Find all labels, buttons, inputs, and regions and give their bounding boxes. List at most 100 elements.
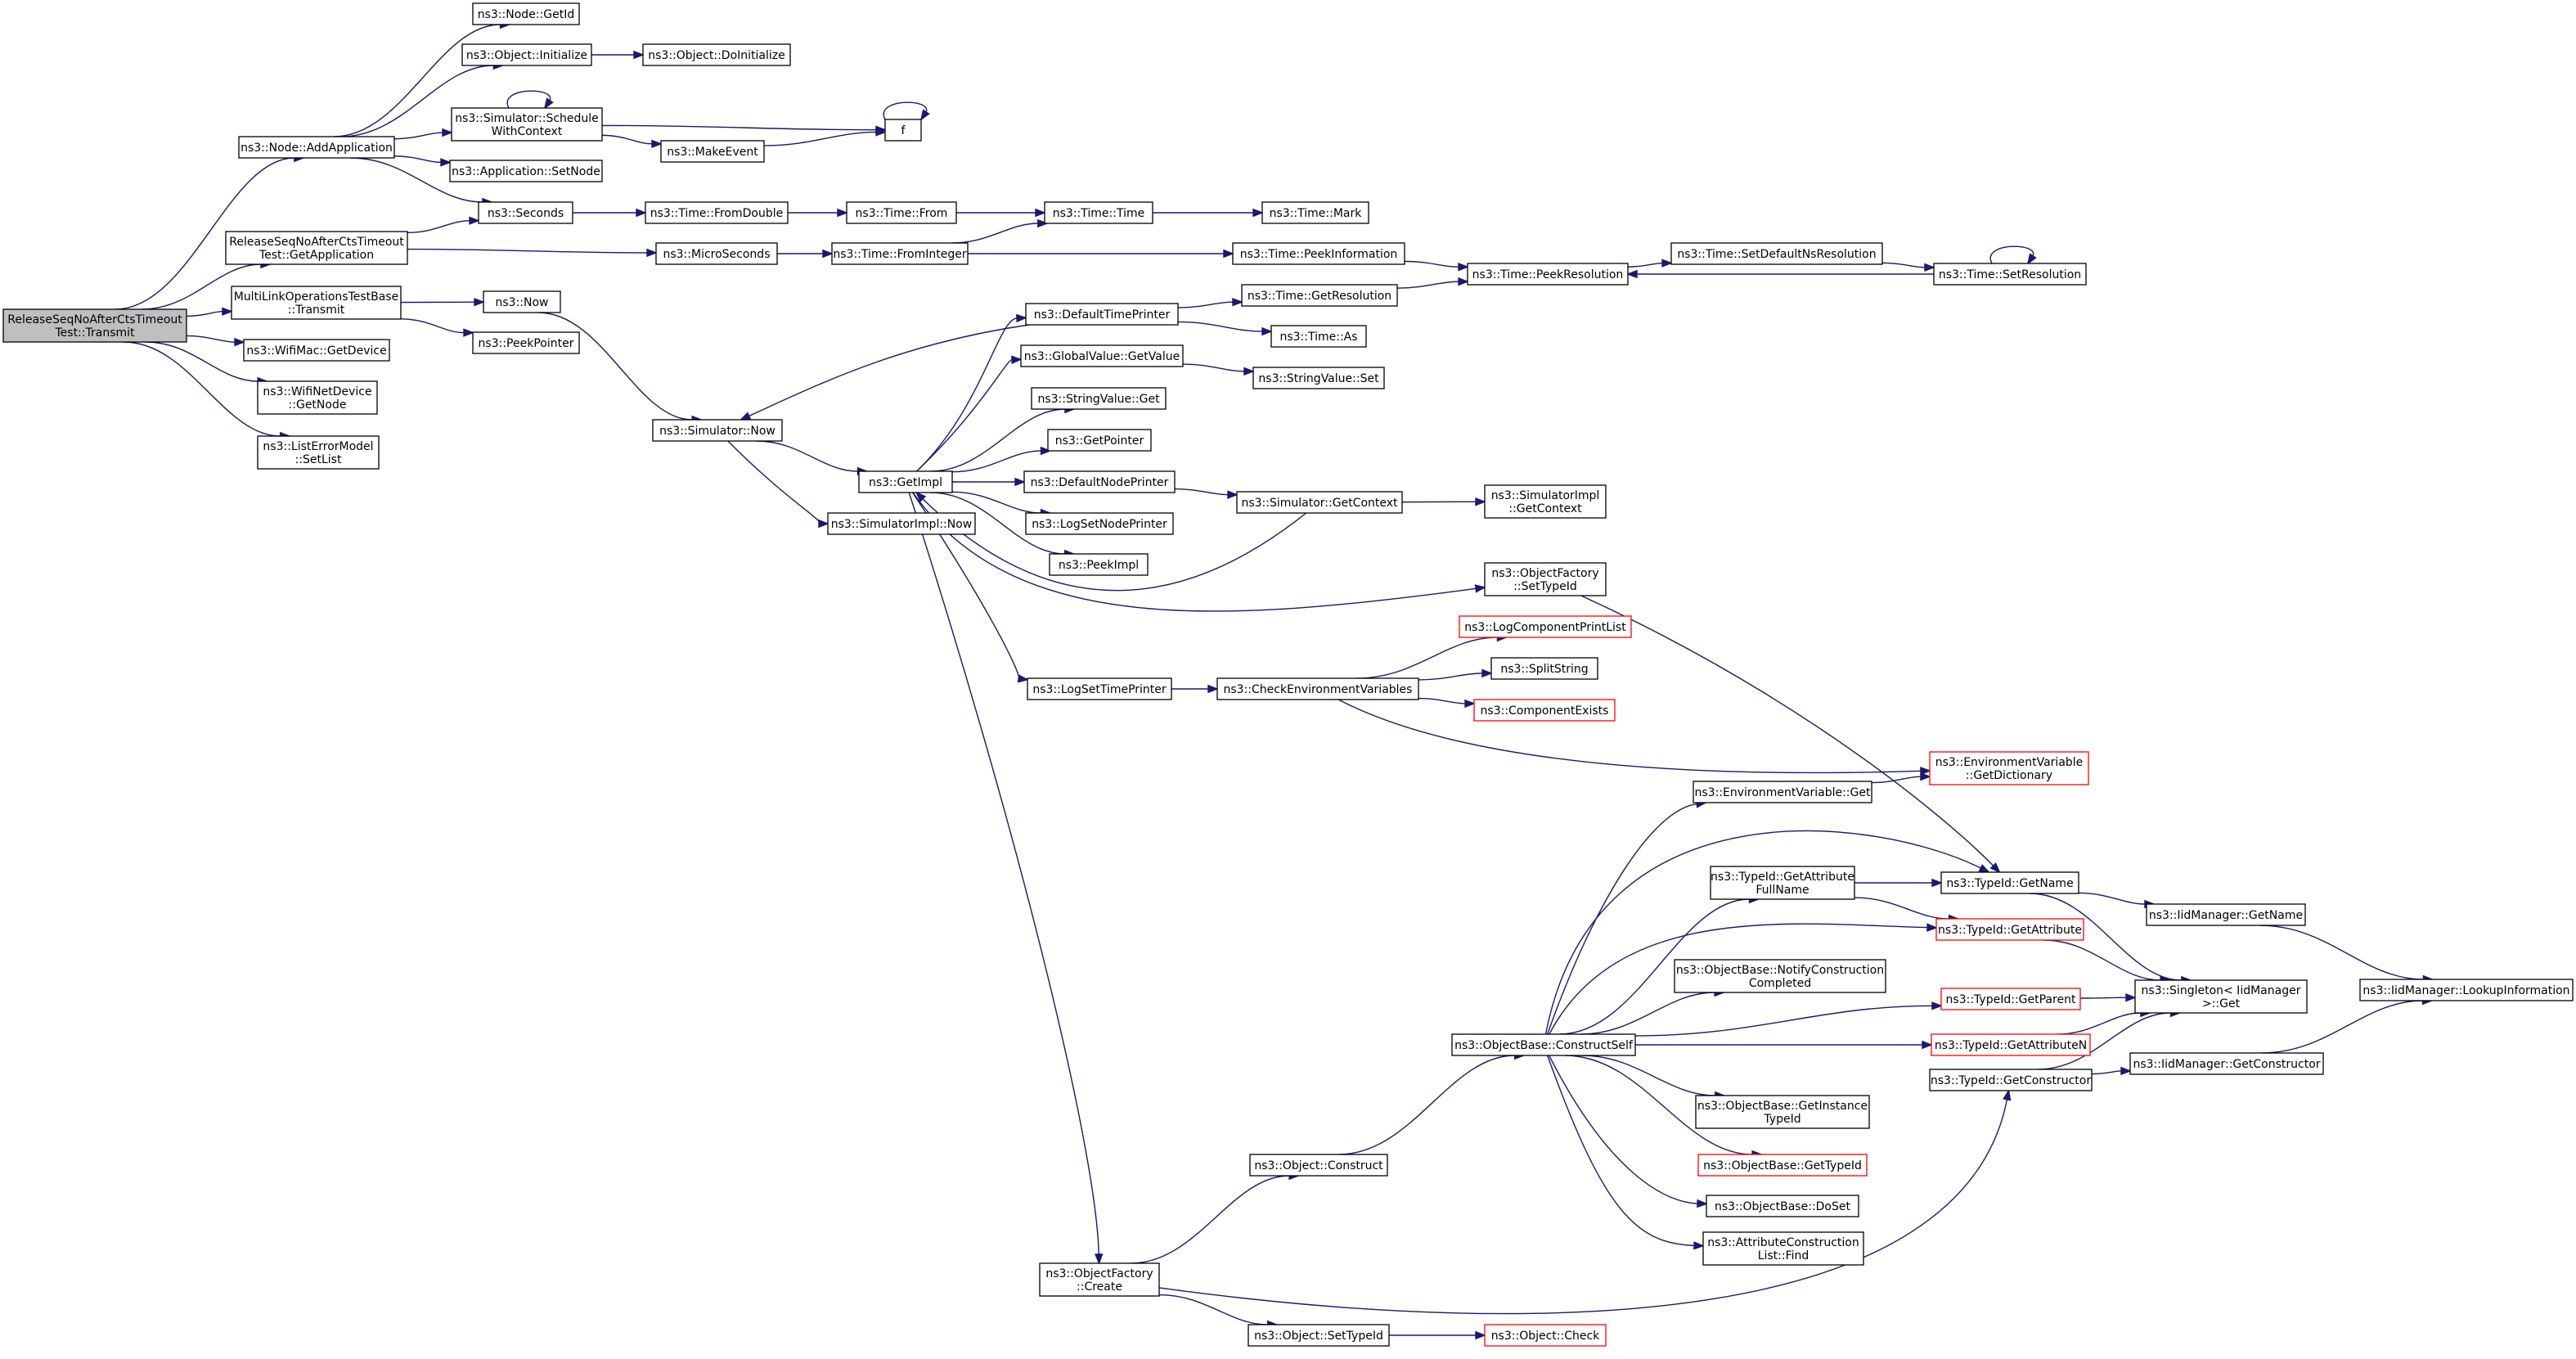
node-simimplgetctx[interactable]: ns3::SimulatorImpl::GetContext — [1484, 484, 1607, 519]
arrowhead-icon — [837, 208, 848, 218]
node-ofsettypeid[interactable]: ns3::ObjectFactory::SetTypeId — [1484, 562, 1607, 596]
node-mlotransmit[interactable]: MultiLinkOperationsTestBase::Transmit — [231, 286, 402, 320]
node-tidgetparent[interactable]: ns3::TypeId::GetParent — [1940, 988, 2081, 1010]
node-tgetres[interactable]: ns3::Time::GetResolution — [1241, 284, 1398, 307]
node-makeevent[interactable]: ns3::MakeEvent — [660, 140, 765, 163]
node-peekimpl[interactable]: ns3::PeekImpl — [1049, 553, 1149, 576]
node-relgetapp[interactable]: ReleaseSeqNoAfterCtsTimeoutTest::GetAppl… — [225, 231, 408, 265]
node-tidgetctor[interactable]: ns3::TypeId::GetConstructor — [1929, 1069, 2093, 1091]
node-simnow[interactable]: ns3::Simulator::Now — [652, 419, 783, 442]
node-now[interactable]: ns3::Now — [483, 290, 561, 313]
node-ofcreate[interactable]: ns3::ObjectFactory::Create — [1039, 1262, 1160, 1297]
node-obgettypeid[interactable]: ns3::ObjectBase::GetTypeId — [1697, 1154, 1868, 1177]
arrowhead-icon — [1232, 297, 1243, 307]
node-obdoset[interactable]: ns3::ObjectBase::DoSet — [1706, 1195, 1859, 1217]
node-seconds[interactable]: ns3::Seconds — [478, 201, 573, 224]
node-wifinetgetnode[interactable]: ns3::WifiNetDevice::GetNode — [257, 380, 378, 415]
node-tpeekinfo[interactable]: ns3::Time::PeekInformation — [1232, 242, 1405, 265]
node-tfromint[interactable]: ns3::Time::FromInteger — [831, 242, 969, 265]
node-box — [478, 201, 573, 224]
node-obnotify[interactable]: ns3::ObjectBase::NotifyConstructionCompl… — [1674, 959, 1886, 993]
node-tidgetattrn[interactable]: ns3::TypeId::GetAttributeN — [1931, 1033, 2091, 1056]
node-tsetres[interactable]: ns3::Time::SetResolution — [1933, 263, 2087, 286]
node-compexists[interactable]: ns3::ComponentExists — [1473, 699, 1616, 722]
node-obconstructself[interactable]: ns3::ObjectBase::ConstructSelf — [1451, 1033, 1636, 1056]
node-microsec[interactable]: ns3::MicroSeconds — [655, 242, 778, 265]
node-getimpl[interactable]: ns3::GetImpl — [858, 470, 953, 493]
node-tidgetattr[interactable]: ns3::TypeId::GetAttribute — [1935, 918, 2084, 941]
edge-getimpl-to-logsettimeprinter — [912, 492, 1029, 683]
node-label: ::GetDictionary — [1966, 769, 2052, 782]
edge-line — [883, 101, 928, 120]
edge-getimpl-to-gvgetvalue — [916, 355, 1023, 472]
node-label: ns3::Now — [496, 296, 549, 309]
node-tmark[interactable]: ns3::Time::Mark — [1261, 201, 1369, 224]
node-iidlookup[interactable]: ns3::IidManager::LookupInformation — [2359, 979, 2574, 1001]
node-iidgetctor[interactable]: ns3::IidManager::GetConstructor — [2129, 1052, 2324, 1075]
arrowhead-icon — [1481, 668, 1493, 678]
node-objconstruct[interactable]: ns3::Object::Construct — [1249, 1154, 1388, 1177]
edge-line — [951, 450, 1041, 473]
node-label: ns3::Node::GetId — [478, 8, 574, 21]
edge-line — [1158, 1294, 1268, 1325]
node-logsettimeprinter[interactable]: ns3::LogSetTimePrinter — [1027, 677, 1172, 700]
node-iidgetname[interactable]: ns3::IidManager::GetName — [2146, 903, 2306, 926]
node-simgetcontext[interactable]: ns3::Simulator::GetContext — [1236, 491, 1403, 514]
node-addapp[interactable]: ns3::Node::AddApplication — [238, 136, 395, 159]
node-appsetnode[interactable]: ns3::Application::SetNode — [449, 160, 603, 182]
node-logcompprint[interactable]: ns3::LogComponentPrintList — [1459, 615, 1632, 638]
arrowhead-icon — [1989, 862, 2001, 874]
node-listerr[interactable]: ns3::ListErrorModel::SetList — [257, 435, 380, 470]
node-label: ns3::CheckEnvironmentVariables — [1224, 683, 1413, 696]
node-root[interactable]: ReleaseSeqNoAfterCtsTimeoutTest::Transmi… — [2, 308, 187, 343]
arrowhead-icon — [1978, 864, 1990, 873]
node-wifimacgetdev[interactable]: ns3::WifiMac::GetDevice — [243, 339, 390, 362]
node-deftimeprinter[interactable]: ns3::DefaultTimePrinter — [1025, 303, 1179, 326]
edge-objinit-to-objdoinit — [591, 50, 645, 60]
node-tpeekres[interactable]: ns3::Time::PeekResolution — [1467, 263, 1629, 286]
node-tas[interactable]: ns3::Time::As — [1270, 325, 1367, 348]
edge-iidgetname-to-iidlookup — [2259, 925, 2434, 984]
arrowhead-icon — [1920, 772, 1931, 781]
node-strvalget[interactable]: ns3::StringValue::Get — [1031, 387, 1167, 410]
node-objdoinit[interactable]: ns3::Object::DoInitialize — [642, 43, 791, 66]
node-f[interactable]: f — [884, 119, 922, 142]
node-simimplnow[interactable]: ns3::SimulatorImpl::Now — [827, 512, 976, 535]
node-gvgetvalue[interactable]: ns3::GlobalValue::GetValue — [1020, 344, 1184, 367]
node-logsetnodeprinter[interactable]: ns3::LogSetNodePrinter — [1025, 512, 1174, 535]
edge-tidgetctor-to-iidgetctor — [2091, 1066, 2132, 1076]
node-nodegetid[interactable]: ns3::Node::GetId — [472, 2, 580, 25]
node-getpointer[interactable]: ns3::GetPointer — [1047, 429, 1152, 452]
node-ttime[interactable]: ns3::Time::Time — [1044, 201, 1153, 224]
node-box — [1706, 1195, 1859, 1217]
node-objinit[interactable]: ns3::Object::Initialize — [461, 43, 592, 66]
node-checkenv[interactable]: ns3::CheckEnvironmentVariables — [1216, 677, 1419, 700]
node-tidgetname[interactable]: ns3::TypeId::GetName — [1940, 871, 2079, 894]
edge-checkenv-to-compexists — [1418, 697, 1476, 709]
edge-tfrom-to-ttime — [956, 208, 1046, 218]
node-label: ::SetTypeId — [1513, 580, 1577, 593]
node-defnodeprinter[interactable]: ns3::DefaultNodePrinter — [1023, 470, 1176, 493]
node-box — [1232, 242, 1405, 265]
node-tfromdouble[interactable]: ns3::Time::FromDouble — [645, 201, 789, 224]
node-objsettypeid[interactable]: ns3::Object::SetTypeId — [1248, 1324, 1390, 1347]
node-box — [1467, 263, 1629, 286]
node-tfrom[interactable]: ns3::Time::From — [846, 201, 957, 224]
node-envget[interactable]: ns3::EnvironmentVariable::Get — [1693, 781, 1872, 803]
node-tsetdefns[interactable]: ns3::Time::SetDefaultNsResolution — [1670, 242, 1883, 265]
node-label: f — [901, 124, 906, 137]
edge-line — [393, 132, 443, 140]
node-strvalset[interactable]: ns3::StringValue::Set — [1252, 367, 1385, 389]
node-splitstring[interactable]: ns3::SplitString — [1490, 657, 1598, 680]
node-objcheck[interactable]: ns3::Object::Check — [1484, 1324, 1607, 1347]
node-singletonget[interactable]: ns3::Singleton< IidManager >::Get — [2134, 979, 2308, 1014]
node-peekptr[interactable]: ns3::PeekPointer — [472, 331, 580, 354]
node-envgetdict[interactable]: ns3::EnvironmentVariable::GetDictionary — [1929, 751, 2089, 785]
node-label: ns3::Time::FromDouble — [650, 207, 784, 220]
node-box — [1933, 263, 2087, 286]
node-label: ns3::StringValue::Get — [1037, 393, 1160, 406]
